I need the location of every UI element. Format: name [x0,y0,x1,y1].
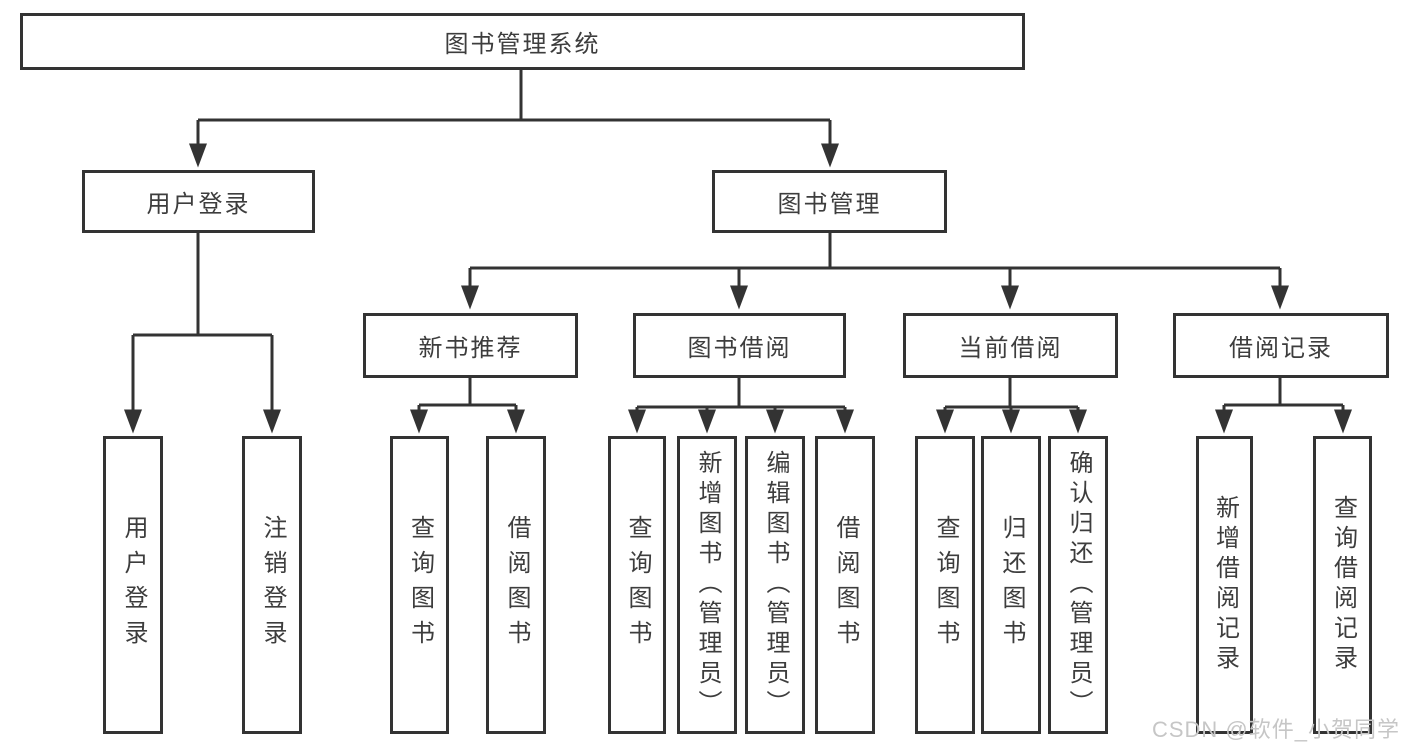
node-leaf-user-login: 用户登录 [103,436,163,734]
node-book-borrow: 图书借阅 [633,313,846,378]
node-label: 新增图书（管理员） [694,450,721,720]
node-label: 查询图书 [624,515,651,655]
node-library-management-system: 图书管理系统 [20,13,1025,70]
node-label: 归还图书 [998,515,1025,655]
node-leaf-edit-books-admin: 编辑图书（管理员） [745,436,805,734]
node-current-borrow: 当前借阅 [903,313,1118,378]
node-leaf-query-borrow-record: 查询借阅记录 [1313,436,1372,734]
node-book-management: 图书管理 [712,170,947,233]
node-leaf-logout: 注销登录 [242,436,302,734]
node-leaf-add-borrow-record: 新增借阅记录 [1196,436,1253,734]
node-label: 查询图书 [932,515,959,655]
node-leaf-query-books-borrow: 查询图书 [608,436,666,734]
node-label: 借阅图书 [503,515,530,655]
node-label: 编辑图书（管理员） [762,450,789,720]
node-leaf-return-books: 归还图书 [981,436,1041,734]
node-label: 用户登录 [146,191,251,218]
node-label: 查询借阅记录 [1329,495,1357,675]
node-label: 注销登录 [259,515,286,655]
node-label: 借阅图书 [832,515,859,655]
node-label: 用户登录 [120,515,147,655]
node-leaf-confirm-return-admin: 确认归还（管理员） [1048,436,1108,734]
node-leaf-borrow-books: 借阅图书 [815,436,875,734]
node-label: 查询图书 [406,515,434,655]
node-leaf-query-books-recommend: 查询图书 [390,436,449,734]
node-new-book-recommend: 新书推荐 [363,313,578,378]
node-leaf-add-books-admin: 新增图书（管理员） [677,436,737,734]
node-leaf-borrow-books-recommend: 借阅图书 [486,436,546,734]
node-label: 图书管理系统 [444,31,601,58]
node-user-login: 用户登录 [82,170,315,233]
node-leaf-query-books-current: 查询图书 [915,436,975,734]
csdn-watermark: CSDN @软件_小贺同学 [1151,717,1400,742]
node-label: 新增借阅记录 [1211,495,1239,675]
node-label: 借阅记录 [1229,335,1333,362]
node-label: 新书推荐 [418,335,523,362]
node-borrow-records: 借阅记录 [1173,313,1389,378]
node-label: 当前借阅 [958,335,1063,362]
node-label: 图书借阅 [687,335,792,362]
node-label: 确认归还（管理员） [1065,450,1092,720]
node-label: 图书管理 [777,191,882,218]
